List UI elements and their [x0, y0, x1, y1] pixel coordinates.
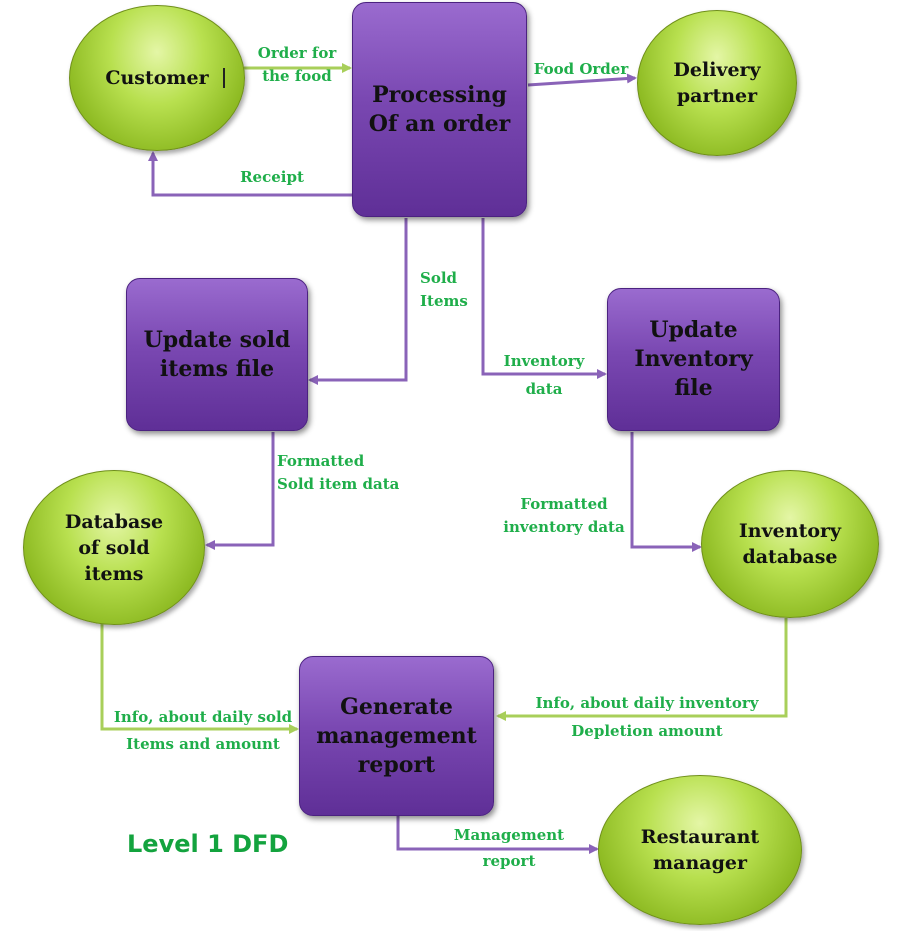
- delivery-partner-line-1: Delivery: [673, 59, 761, 81]
- update-inventory-line-2: Inventory: [634, 346, 753, 372]
- flow-label-sold-items: Sold Items: [420, 267, 468, 313]
- sold-items-line-2: Items: [420, 292, 468, 310]
- generate-report-line-3: report: [357, 751, 436, 778]
- flow-label-info-daily-sold: Info, about daily sold Items and amount: [108, 704, 298, 758]
- order-for-food-line-2: the food: [262, 67, 332, 85]
- arrow-info-daily-sold: [100, 624, 299, 734]
- generate-report-line-2: management: [316, 722, 477, 749]
- flow-label-formatted-inventory: Formatted inventory data: [498, 493, 630, 539]
- management-report-line-2: report: [482, 852, 536, 870]
- process-processing-order: Processing Of an order: [352, 2, 527, 217]
- db-sold-line-2: of sold: [78, 536, 150, 559]
- restaurant-manager-line-2: manager: [653, 852, 747, 874]
- management-report-line-1: Management: [453, 826, 565, 844]
- formatted-sold-line-1: Formatted: [277, 452, 365, 470]
- receipt-line-1: Receipt: [240, 168, 304, 186]
- flow-label-info-daily-inventory: Info, about daily inventory Depletion am…: [520, 689, 774, 745]
- flow-label-order-for-food: Order for the food: [249, 42, 345, 88]
- update-sold-line-1: Update sold: [143, 326, 291, 353]
- generate-report-line-1: Generate: [340, 693, 453, 720]
- flow-label-receipt: Receipt: [232, 166, 312, 189]
- info-daily-inventory-line-1: Info, about daily inventory: [535, 694, 759, 712]
- update-inventory-line-3: file: [674, 375, 713, 401]
- entity-restaurant-manager: Restaurant manager: [598, 775, 802, 925]
- arrow-receipt: [148, 151, 352, 197]
- formatted-inventory-line-2: inventory data: [503, 518, 625, 536]
- process-update-sold-items: Update sold items file: [126, 278, 308, 431]
- info-daily-sold-line-1: Info, about daily sold: [113, 708, 293, 726]
- flow-label-inventory-data: Inventory data: [492, 347, 596, 403]
- sold-items-line-1: Sold: [420, 269, 458, 287]
- arrow-info-daily-inventory: [496, 618, 788, 721]
- inventory-data-line-1: Inventory: [503, 352, 585, 370]
- db-sold-line-3: items: [84, 562, 144, 585]
- arrow-sold-items: [308, 218, 408, 385]
- inventory-data-line-2: data: [525, 380, 563, 398]
- entity-customer: Customer: [69, 5, 245, 151]
- restaurant-manager-line-1: Restaurant: [640, 826, 760, 848]
- customer-label: Customer: [105, 67, 209, 89]
- entity-inventory-database: Inventory database: [701, 470, 879, 618]
- arrow-food-order: [527, 73, 637, 87]
- arrow-formatted-inventory: [630, 432, 702, 552]
- flow-label-food-order: Food Order: [528, 58, 634, 81]
- formatted-inventory-line-1: Formatted: [520, 495, 608, 513]
- flow-label-management-report: Management report: [446, 822, 572, 874]
- flow-label-formatted-sold: Formatted Sold item data: [277, 450, 399, 496]
- entity-delivery-partner: Delivery partner: [637, 10, 797, 156]
- arrow-management-report: [396, 816, 599, 854]
- info-daily-inventory-line-2: Depletion amount: [571, 722, 723, 740]
- update-inventory-line-1: Update: [649, 317, 738, 343]
- text-cursor-icon: [223, 68, 225, 88]
- order-for-food-line-1: Order for: [257, 44, 337, 62]
- processing-order-line-2: Of an order: [368, 110, 511, 137]
- processing-order-line-1: Processing: [372, 81, 507, 108]
- info-daily-sold-line-2: Items and amount: [126, 735, 280, 753]
- arrow-inventory-data: [481, 218, 607, 379]
- diagram-caption: Level 1 DFD: [127, 830, 289, 858]
- process-update-inventory: Update Inventory file: [607, 288, 780, 431]
- inventory-db-line-2: database: [742, 546, 838, 568]
- arrow-formatted-sold: [205, 432, 275, 550]
- formatted-sold-line-2: Sold item data: [277, 475, 400, 493]
- inventory-db-line-1: Inventory: [738, 520, 842, 542]
- db-sold-line-1: Database: [64, 510, 164, 533]
- update-sold-line-2: items file: [159, 355, 275, 382]
- delivery-partner-line-2: partner: [676, 85, 758, 107]
- entity-database-sold-items: Database of sold items: [23, 470, 205, 625]
- process-generate-report: Generate management report: [299, 656, 494, 816]
- food-order-line-1: Food Order: [533, 60, 629, 78]
